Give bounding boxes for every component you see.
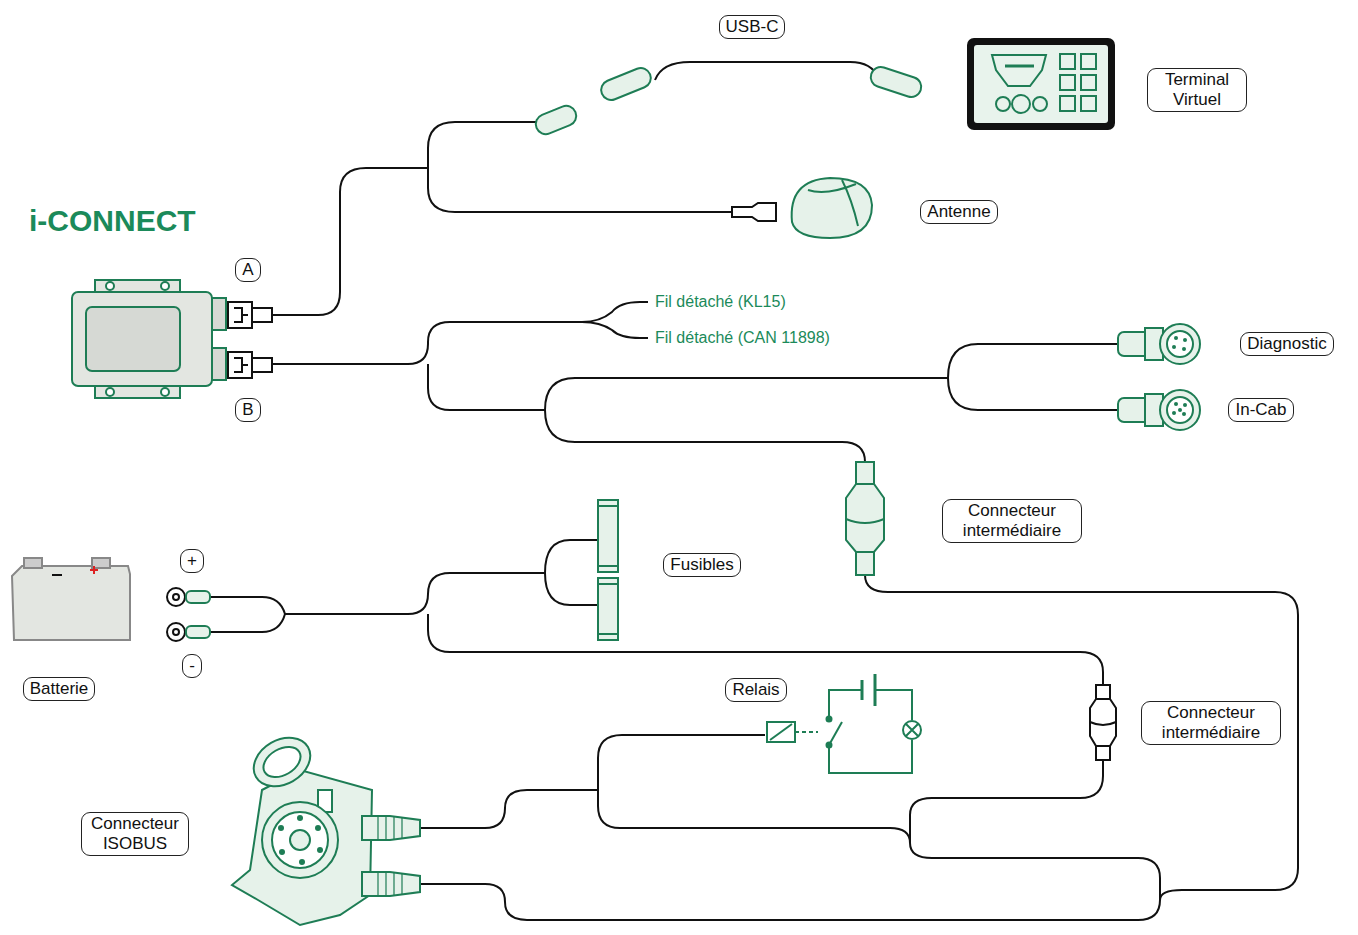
wire-label: Fil détaché (CAN 11898): [653, 329, 832, 347]
callout-label: B: [235, 398, 260, 422]
label-text: A: [242, 260, 253, 280]
callout-label: Terminal Virtuel: [1147, 68, 1247, 113]
callout-label: Connecteur intermédiaire: [942, 499, 1082, 544]
callout-label: Diagnostic: [1240, 332, 1333, 356]
label-text: Connecteur intermédiaire: [1148, 703, 1274, 744]
callout-label: USB-C: [719, 15, 786, 39]
battery: [12, 558, 210, 641]
label-text: In-Cab: [1235, 400, 1286, 420]
label-text: Connecteur intermédiaire: [949, 501, 1075, 542]
inline-connector: [846, 462, 1116, 760]
label-text: B: [242, 400, 253, 420]
label-text: USB-C: [726, 17, 779, 37]
usb-c-plug: [533, 64, 924, 137]
cables: [210, 62, 1298, 920]
label-text: Terminal Virtuel: [1154, 70, 1240, 111]
callout-label: Antenne: [920, 200, 997, 224]
callout-label: Connecteur intermédiaire: [1141, 701, 1281, 746]
antenna: [732, 178, 872, 238]
callout-label: A: [235, 258, 260, 282]
relay-symbol: [767, 674, 921, 773]
label-text: Diagnostic: [1247, 334, 1326, 354]
callout-label: Fusibles: [663, 553, 740, 577]
label-text: Antenne: [927, 202, 990, 222]
callout-label: Batterie: [23, 677, 96, 701]
callout-label: Relais: [725, 678, 786, 702]
diagram-title: i-CONNECT: [27, 204, 198, 238]
wire-label: Fil détaché (KL15): [653, 293, 788, 311]
callout-label: Connecteur ISOBUS: [81, 812, 189, 857]
label-text: +: [187, 551, 197, 571]
callout-label: In-Cab: [1228, 398, 1293, 422]
callout-label: +: [180, 549, 204, 573]
round-connectors: [1118, 324, 1200, 430]
iconnect-module: [72, 280, 226, 398]
harness-plugs: [228, 302, 272, 378]
fuses: [598, 500, 618, 640]
virtual-terminal: [967, 38, 1115, 130]
isobus-socket: [232, 728, 420, 925]
label-text: -: [189, 656, 195, 676]
label-text: Batterie: [30, 679, 89, 699]
label-text: Relais: [732, 680, 779, 700]
label-text: Fusibles: [670, 555, 733, 575]
label-text: Connecteur ISOBUS: [88, 814, 182, 855]
callout-label: -: [182, 654, 202, 678]
